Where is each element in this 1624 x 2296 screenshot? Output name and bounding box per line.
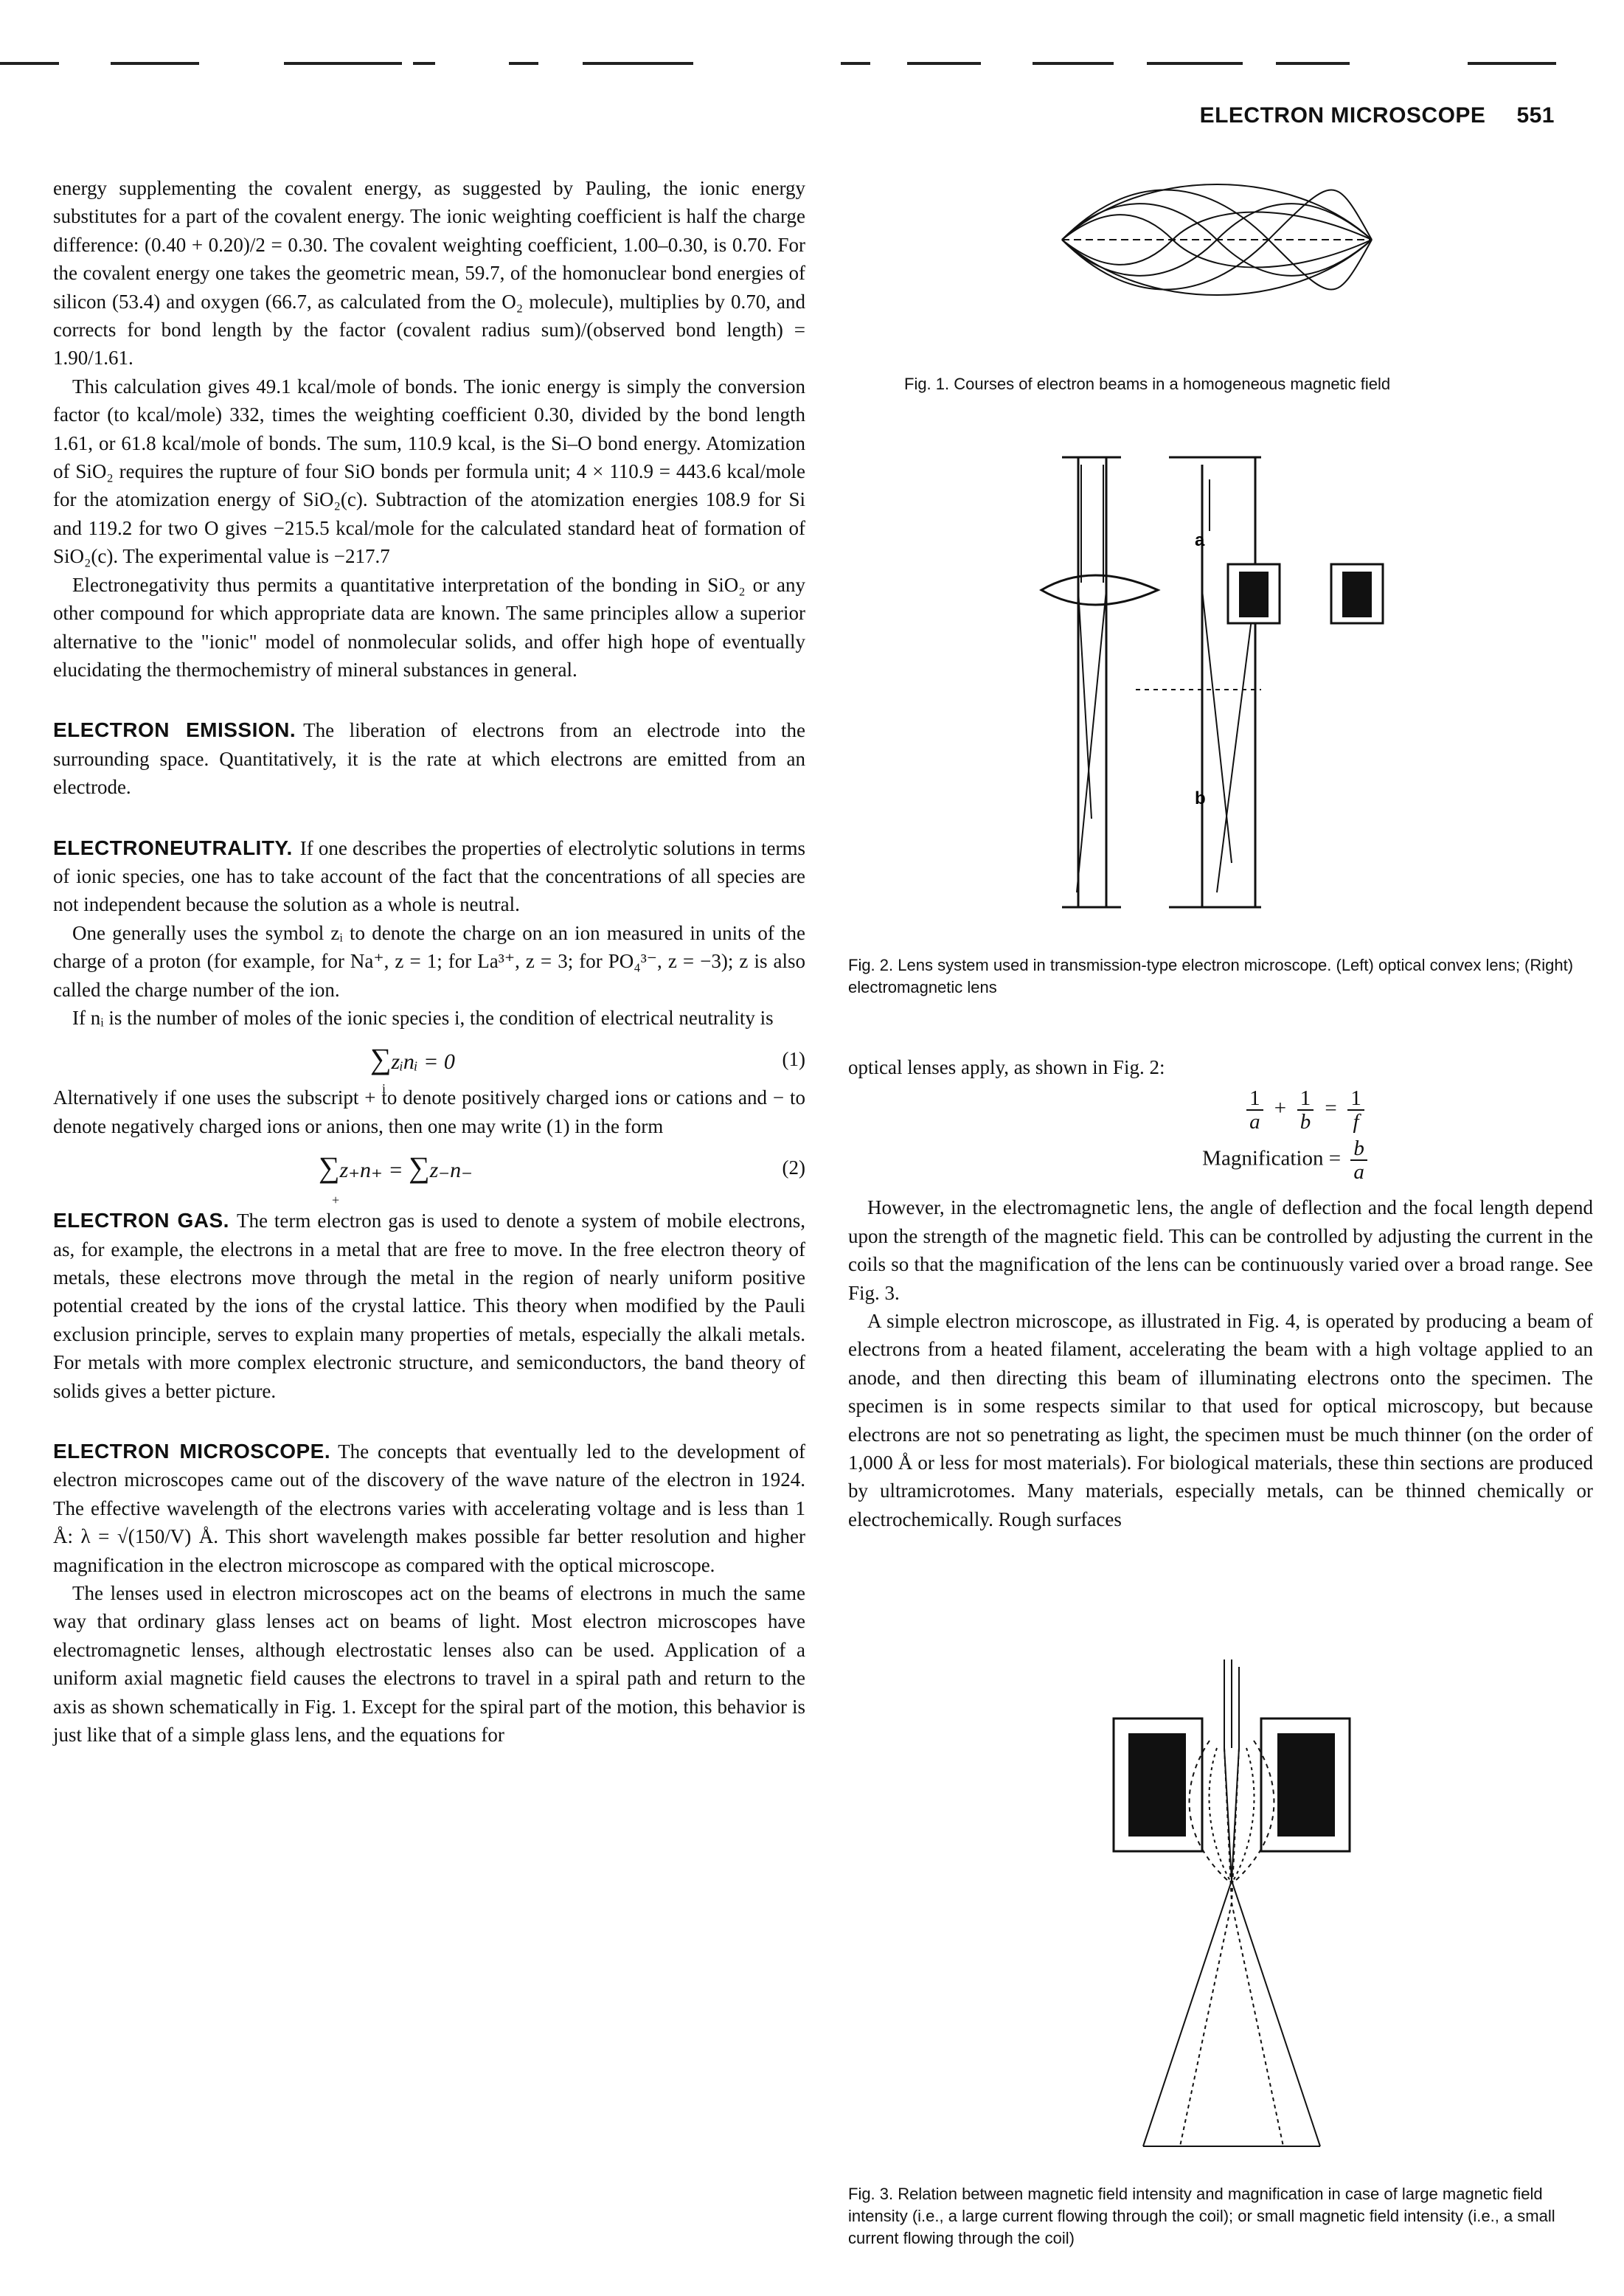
paragraph: The lenses used in electron microscopes … — [53, 1582, 805, 1747]
fig2-label-b: b — [1195, 788, 1206, 808]
paragraph: This calculation gives 49.1 kcal/mole of… — [53, 375, 805, 568]
entry-text: The liberation of electrons from an elec… — [53, 719, 805, 799]
fig2-label-a: a — [1195, 530, 1205, 550]
running-head: ELECTRON MICROSCOPE 551 — [1200, 103, 1555, 128]
top-rule — [111, 62, 199, 65]
right-column: optical lenses apply, as shown in Fig. 2… — [848, 1053, 1593, 1533]
entry-electroneutrality: ELECTRONEUTRALITY.If one describes the p… — [53, 834, 805, 919]
figure-3-caption: Fig. 3. Relation between magnetic field … — [848, 2185, 1555, 2247]
paragraph: However, in the electromagnetic lens, th… — [848, 1196, 1593, 1304]
equation-2-left: z₊n₊ = — [339, 1158, 403, 1183]
top-rule — [0, 62, 59, 65]
entry-heading: ELECTRON EMISSION. — [53, 718, 296, 742]
paragraph: energy supplementing the covalent energy… — [53, 177, 805, 370]
equation-2: ∑z₊n₊ = ∑z₋n₋ + (2) — [53, 1140, 805, 1208]
electromagnetic-coil-right — [1260, 1717, 1351, 1853]
page-number: 551 — [1516, 103, 1555, 128]
top-rule — [583, 62, 693, 65]
electromagnetic-coil-left — [1112, 1717, 1204, 1853]
entry-heading: ELECTRON MICROSCOPE. — [53, 1440, 331, 1463]
entry-text: The term electron gas is used to denote … — [53, 1210, 806, 1402]
paragraph: One generally uses the symbol zᵢ to deno… — [53, 921, 805, 1001]
equation-2-right: z₋n₋ — [429, 1158, 473, 1183]
magnification-label: Magnification = — [1202, 1147, 1342, 1171]
top-rule — [413, 62, 435, 65]
running-head-title: ELECTRON MICROSCOPE — [1199, 103, 1486, 128]
top-rule — [509, 62, 538, 65]
entry-heading: ELECTRON GAS. — [53, 1209, 229, 1232]
electromagnetic-coil-left — [1226, 563, 1281, 625]
figure-2-lens-system: a b — [1039, 456, 1384, 909]
lens-equation-a: a — [1249, 1110, 1260, 1134]
figure-2-caption: Fig. 2. Lens system used in transmission… — [848, 956, 1574, 996]
figure-1-caption: Fig. 1. Courses of electron beams in a h… — [904, 375, 1391, 393]
figure-3-magnetic-field-magnification — [1112, 1659, 1351, 2147]
lens-equation-f: f — [1353, 1110, 1359, 1134]
electromagnetic-coil-right — [1330, 563, 1384, 625]
paragraph: optical lenses apply, as shown in Fig. 2… — [848, 1056, 1165, 1078]
equation-1-index: i — [382, 1081, 386, 1097]
top-rule — [1276, 62, 1350, 65]
top-rule — [284, 62, 402, 65]
entry-heading: ELECTRONEUTRALITY. — [53, 836, 293, 859]
top-rule — [1468, 62, 1556, 65]
entry-text: The concepts that eventually led to the … — [53, 1440, 805, 1576]
top-rule — [841, 62, 870, 65]
equation-1-number: (1) — [782, 1048, 805, 1071]
entry-electron-gas: ELECTRON GAS.The term electron gas is us… — [53, 1207, 805, 1405]
entry-electron-emission: ELECTRON EMISSION.The liberation of elec… — [53, 716, 805, 801]
paragraph: Electronegativity thus permits a quantit… — [53, 573, 805, 681]
paragraph: A simple electron microscope, as illustr… — [848, 1310, 1593, 1530]
equation-1-formula: zᵢnᵢ = 0 — [391, 1050, 455, 1075]
lens-equation-b: b — [1299, 1110, 1311, 1134]
equation-1: ∑zᵢnᵢ = 0 i (1) — [53, 1032, 805, 1097]
top-rule — [907, 62, 981, 65]
entry-electron-microscope: ELECTRON MICROSCOPE.The concepts that ev… — [53, 1437, 805, 1579]
entry-text: If one describes the properties of elect… — [53, 836, 805, 916]
equation-2-index: + — [332, 1193, 340, 1208]
paragraph: If nᵢ is the number of moles of the ioni… — [72, 1006, 774, 1029]
paragraph: Alternatively if one uses the subscript … — [53, 1086, 805, 1137]
top-rule — [1147, 62, 1243, 65]
top-rule — [1033, 62, 1114, 65]
magnification-b: b — [1350, 1137, 1367, 1162]
equation-2-number: (2) — [782, 1156, 805, 1179]
left-column: energy supplementing the covalent energy… — [53, 174, 805, 1749]
figure-1-electron-beam-paths — [1061, 184, 1373, 296]
magnification-a: a — [1353, 1160, 1364, 1185]
